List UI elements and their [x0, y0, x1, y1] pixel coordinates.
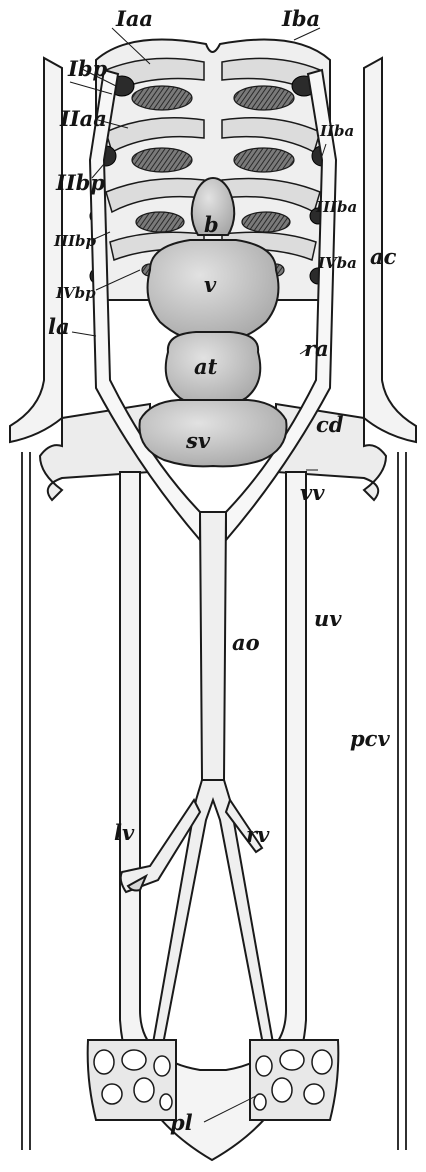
- label-placental-network: pl: [170, 1110, 193, 1135]
- sinus-venosus: [140, 400, 287, 466]
- label-second-afferent-artery: IIaa: [59, 106, 107, 131]
- label-bulbus: b: [204, 212, 219, 237]
- label-left-aorta: la: [48, 314, 70, 339]
- label-second-branchial-artery: IIba: [319, 122, 354, 140]
- label-atrium: at: [194, 354, 218, 379]
- label-first-afferent-artery: Iaa: [115, 6, 153, 31]
- label-first-branchial-artery: Iba: [281, 6, 320, 31]
- label-right-aorta: ra: [304, 336, 329, 361]
- label-posterior-cardinal-vein: pcv: [350, 726, 390, 751]
- median-aorta: [150, 512, 276, 1060]
- label-fourth-branchial-pouch: IVbp: [55, 284, 96, 302]
- label-second-branchial-pouch: IIbp: [55, 170, 105, 195]
- label-ventricle: v: [204, 272, 217, 297]
- label-aorta: ao: [232, 630, 260, 655]
- label-third-branchial-pouch: IIIbp: [53, 232, 97, 250]
- label-third-branchial-artery: IIIba: [315, 198, 357, 216]
- label-right-vitelline: rv: [246, 822, 270, 847]
- label-left-vitelline: lv: [114, 820, 135, 845]
- label-sinus-venosus: sv: [185, 428, 211, 453]
- label-vitelline-vein: vv: [300, 480, 325, 505]
- label-fourth-branchial-artery: IVba: [317, 254, 357, 272]
- label-first-branchial-pouch: Ibp: [67, 56, 108, 81]
- label-umbilical-vein: uv: [314, 606, 342, 631]
- label-anterior-cardinal: ac: [370, 244, 397, 269]
- label-duct-of-cuvier: cd: [316, 412, 344, 437]
